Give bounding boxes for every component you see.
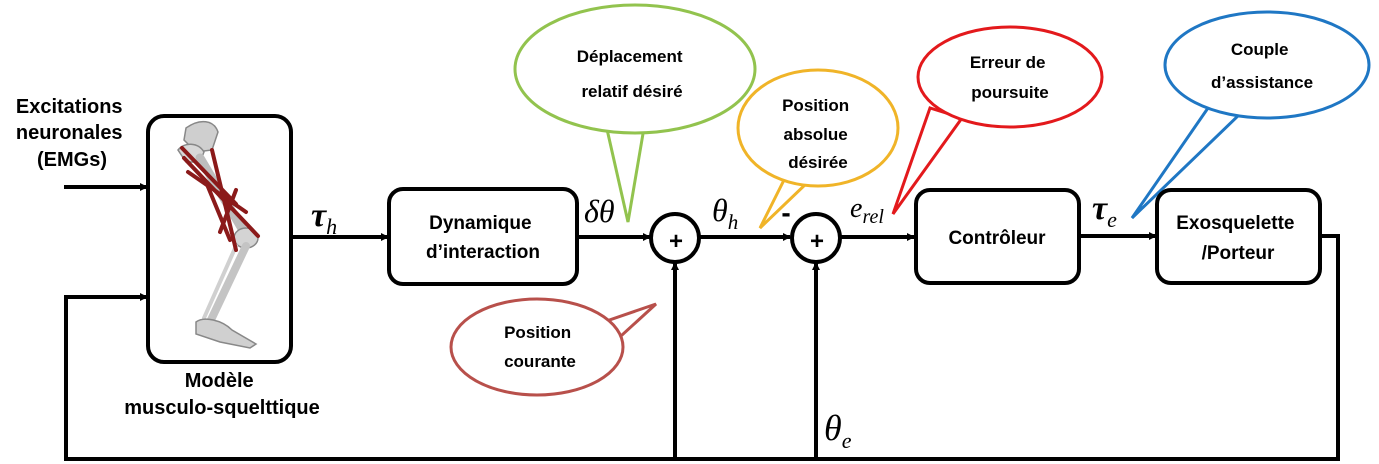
exosquelette-block: Exosquelette /Porteur	[1155, 188, 1322, 285]
callout-position-courante-line-2: courante	[504, 352, 576, 371]
svg-text:Exosquelette /Porteur: Exosquelette /Porteur	[1176, 213, 1300, 264]
excitations-line-1: Excitations	[16, 96, 123, 118]
callout-position-absolue-line-2: absolue	[784, 125, 848, 144]
tau-h-label: τh	[311, 197, 337, 239]
svg-text:Position courante: Position courante	[504, 323, 576, 371]
svg-text:Dynamique d’interaction: Dynamique d’interaction	[426, 213, 540, 263]
excitations-line-3: (EMGs)	[37, 149, 107, 171]
callout-position-absolue-line-1: Position	[782, 96, 849, 115]
e-rel-label: erel	[850, 193, 884, 228]
sum-2-minus: -	[781, 197, 790, 228]
svg-text:Couple d’assistance: Couple d’assistance	[1211, 40, 1313, 92]
callout-deplacement: Déplacement relatif désiré	[513, 3, 757, 223]
summing-junction-2: +	[790, 212, 842, 264]
model-caption-line-1: Modèle	[185, 370, 254, 392]
exosquelette-line-2: /Porteur	[1202, 243, 1275, 264]
dynamique-block: Dynamique d’interaction	[387, 187, 579, 286]
callout-erreur: Erreur de poursuite	[891, 25, 1104, 215]
svg-text:Déplacement relatif dés: Déplacement relatif désiré	[577, 47, 688, 101]
exosquelette-line-1: Exosquelette	[1176, 213, 1294, 234]
callout-position-absolue: Position absolue désirée	[736, 68, 900, 230]
theta-h-label: θh	[712, 192, 738, 234]
callout-deplacement-line-2: relatif désiré	[581, 82, 682, 101]
leg-skeleton-image	[177, 120, 260, 349]
svg-text:Position absolue d: Position absolue désirée	[782, 96, 854, 172]
callout-position-absolue-line-3: désirée	[788, 153, 848, 172]
model-caption-line-2: musculo-squelttique	[124, 397, 320, 419]
tau-e-label: τe	[1092, 190, 1117, 232]
excitations-line-2: neuronales	[16, 122, 123, 144]
callout-erreur-line-2: poursuite	[971, 83, 1048, 102]
callout-couple-line-1: Couple	[1231, 40, 1289, 59]
callout-deplacement-line-1: Déplacement	[577, 47, 683, 66]
callout-position-courante-line-1: Position	[504, 323, 571, 342]
callout-position-courante: Position courante	[449, 297, 658, 397]
callout-couple: Couple d’assistance	[1130, 10, 1371, 220]
svg-text:Erreur de poursuite: Erreur de poursuite	[970, 53, 1050, 102]
feedback-loop-line	[64, 234, 1340, 461]
theta-e-label: θe	[824, 408, 852, 453]
callout-erreur-line-1: Erreur de	[970, 53, 1046, 72]
dynamique-line-2: d’interaction	[426, 242, 540, 263]
sum-1-plus: +	[669, 228, 683, 255]
controleur-block: Contrôleur	[914, 188, 1081, 285]
controleur-label: Contrôleur	[948, 228, 1046, 249]
sum-2-plus: +	[810, 228, 824, 255]
delta-theta-label: δθ	[584, 193, 615, 229]
model-caption: Modèle musculo-squelttique	[124, 370, 320, 419]
callout-couple-line-2: d’assistance	[1211, 73, 1313, 92]
musculo-model-block	[146, 114, 293, 364]
summing-junction-1: +	[649, 212, 701, 264]
excitations-label: Excitations neuronales (EMGs)	[16, 96, 128, 171]
dynamique-line-1: Dynamique	[429, 213, 531, 234]
